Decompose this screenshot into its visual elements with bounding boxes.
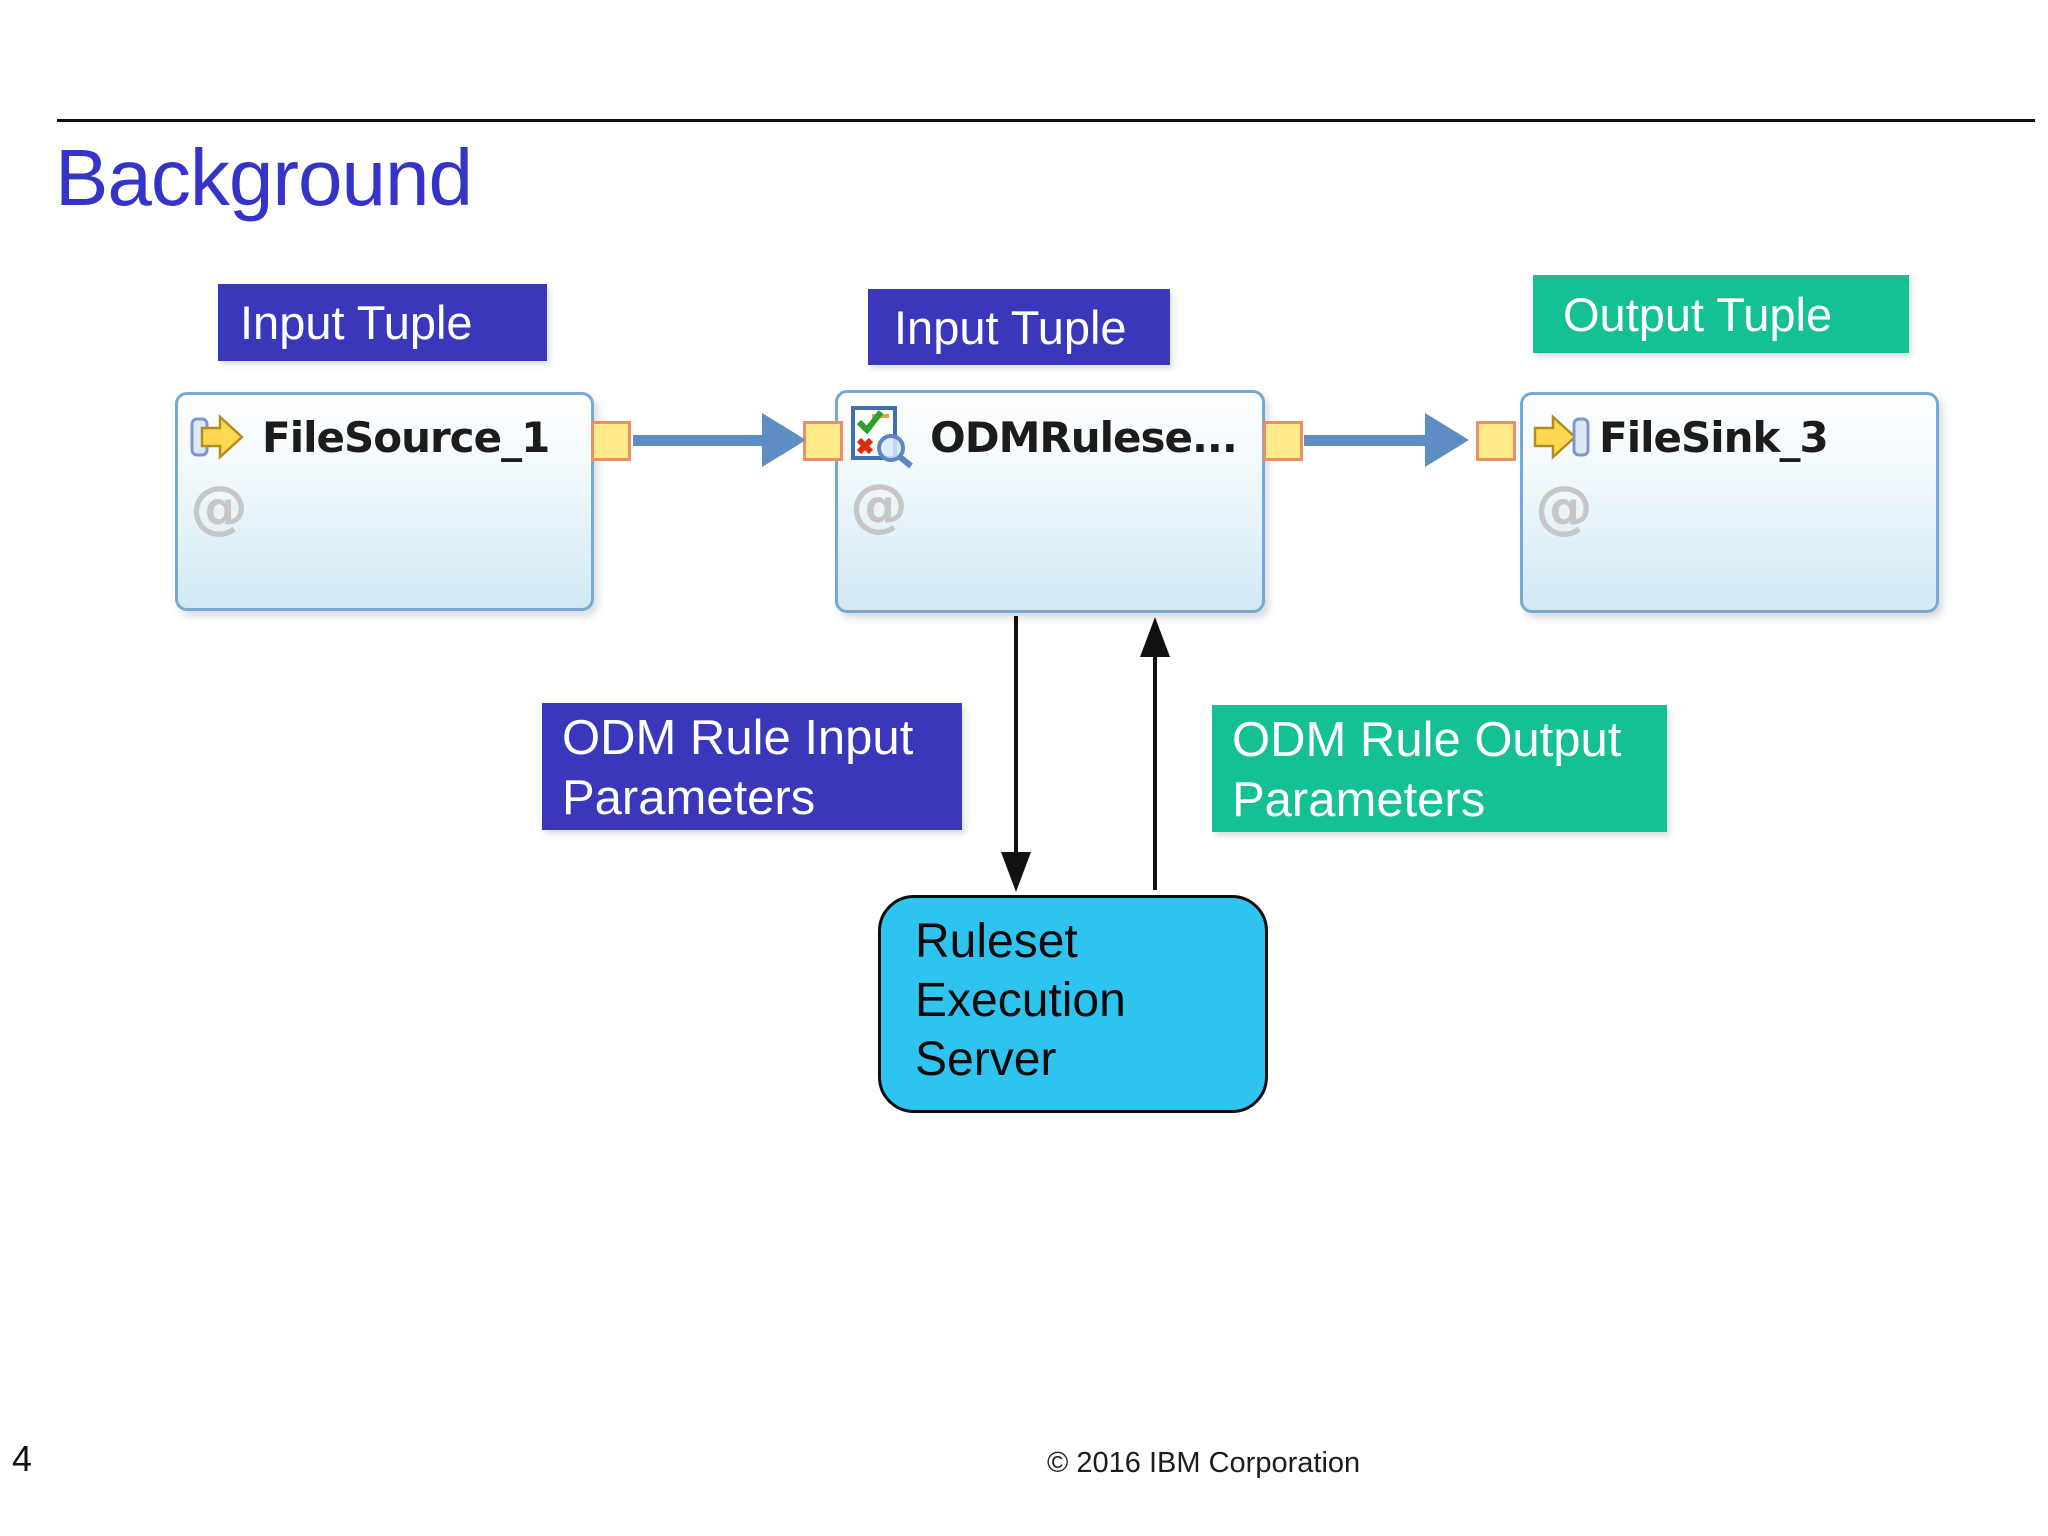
title-divider xyxy=(57,119,2035,122)
output-port xyxy=(1263,421,1303,461)
annotation-at-icon: @ xyxy=(1535,473,1593,541)
odm-rule-input-parameters-label: ODM Rule Input Parameters xyxy=(542,703,962,830)
odm-ruleset-icon xyxy=(850,405,914,474)
stream-arrowhead-icon xyxy=(1425,413,1469,467)
file-source-icon xyxy=(190,413,248,466)
node-title: ODMRulese... xyxy=(930,413,1238,462)
arrow-down-line xyxy=(1014,616,1018,852)
file-sink-icon xyxy=(1533,413,1591,466)
input-port xyxy=(1476,421,1516,461)
output-port xyxy=(591,421,631,461)
copyright-footer: © 2016 IBM Corporation xyxy=(1047,1447,1361,1479)
node-title: FileSink_3 xyxy=(1599,413,1829,462)
input-port xyxy=(803,421,843,461)
node-title: FileSource_1 xyxy=(262,413,550,462)
stream-arrowhead-icon xyxy=(762,413,806,467)
res-line3: Server xyxy=(915,1033,1057,1086)
res-line2: Execution xyxy=(915,974,1126,1027)
odm-rule-output-line1: ODM Rule Output xyxy=(1232,713,1622,767)
res-line1: Ruleset xyxy=(915,915,1078,968)
arrow-down-icon xyxy=(1001,852,1031,892)
arrow-up-line xyxy=(1153,656,1157,890)
odm-rule-output-line2: Parameters xyxy=(1232,773,1486,827)
input-tuple-label-1-text: Input Tuple xyxy=(240,296,473,349)
stream-connector xyxy=(1304,435,1426,446)
page-number: 4 xyxy=(12,1438,33,1479)
ruleset-execution-server-box: Ruleset Execution Server xyxy=(878,895,1268,1113)
output-tuple-label: Output Tuple xyxy=(1533,275,1909,353)
input-tuple-label-2: Input Tuple xyxy=(868,289,1170,365)
annotation-at-icon: @ xyxy=(850,471,908,539)
odm-rule-output-parameters-label: ODM Rule Output Parameters xyxy=(1212,705,1667,832)
stream-connector xyxy=(633,435,763,446)
odm-rule-input-line2: Parameters xyxy=(562,771,816,825)
annotation-at-icon: @ xyxy=(190,473,248,541)
odm-rule-input-line1: ODM Rule Input xyxy=(562,711,914,765)
output-tuple-label-text: Output Tuple xyxy=(1563,287,1833,341)
operator-node-filesink: FileSink_3 @ xyxy=(1520,392,1939,613)
arrow-up-icon xyxy=(1140,617,1170,657)
input-tuple-label-1: Input Tuple xyxy=(218,284,547,361)
input-tuple-label-2-text: Input Tuple xyxy=(894,300,1127,354)
operator-node-odmruleset: ODMRulese... @ xyxy=(835,390,1265,613)
operator-node-filesource: FileSource_1 @ xyxy=(175,392,594,611)
page-title: Background xyxy=(55,133,473,222)
